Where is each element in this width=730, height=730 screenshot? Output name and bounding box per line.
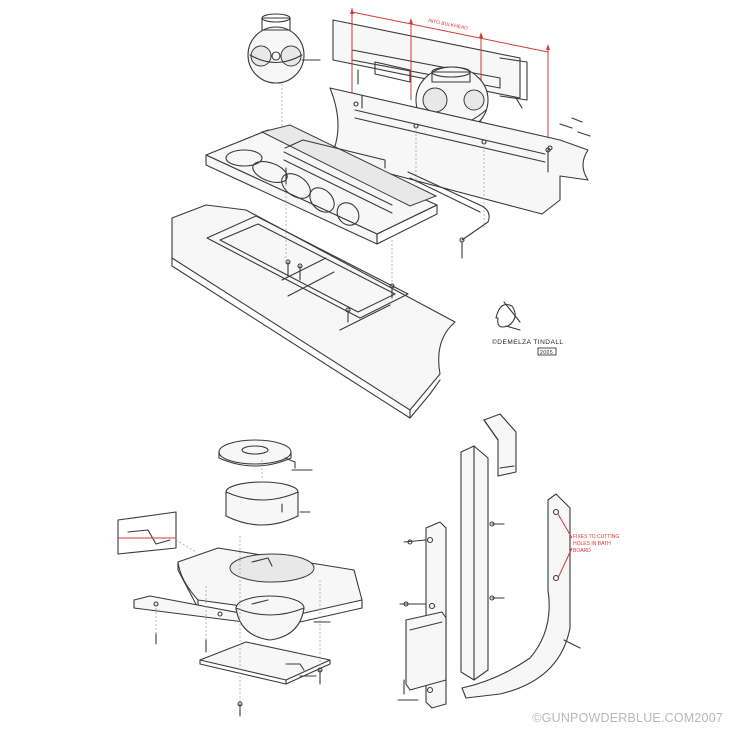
- bottom-right-exploded-assembly: FIXES TO CUTTING HOLES IN BATH BOARD: [397, 413, 621, 709]
- bowl: [235, 595, 305, 641]
- tall-upright: [460, 445, 515, 681]
- screw-set-right: [357, 69, 591, 173]
- top-bracket: [483, 413, 517, 477]
- artist-signature: ©DEMELZA TINDALL 2005: [492, 301, 564, 356]
- signature-tag: 2005: [540, 350, 553, 356]
- lid-disc: [218, 439, 313, 471]
- sphere-control-unit: [247, 13, 321, 130]
- copyright-watermark: ©GUNPOWDERBLUE.COM2007: [532, 711, 723, 725]
- fixes-note: FIXES TO CUTTING HOLES IN BATH BOARD: [573, 534, 621, 554]
- detail-callout: [117, 511, 197, 555]
- mounting-bracket: [329, 87, 589, 230]
- signature-name: ©DEMELZA TINDALL: [492, 338, 564, 346]
- fixes-annotation: FIXES TO CUTTING HOLES IN BATH BOARD: [557, 513, 621, 579]
- into-bulkhead-label: INTO BULKHEAD: [428, 18, 469, 32]
- cylinder-collar: [225, 460, 311, 526]
- bottom-left-exploded-assembly: [117, 439, 363, 717]
- base-panel: [171, 184, 456, 419]
- screws-bottom-left: [155, 536, 331, 717]
- control-tray: [205, 124, 438, 245]
- top-exploded-assembly: INTO BULKHEAD: [171, 8, 591, 419]
- curved-arm: [461, 493, 581, 699]
- clamp-bracket: [397, 611, 447, 701]
- base-plate: [199, 641, 331, 685]
- support-rod: [284, 139, 490, 259]
- mounting-plate: [177, 547, 363, 623]
